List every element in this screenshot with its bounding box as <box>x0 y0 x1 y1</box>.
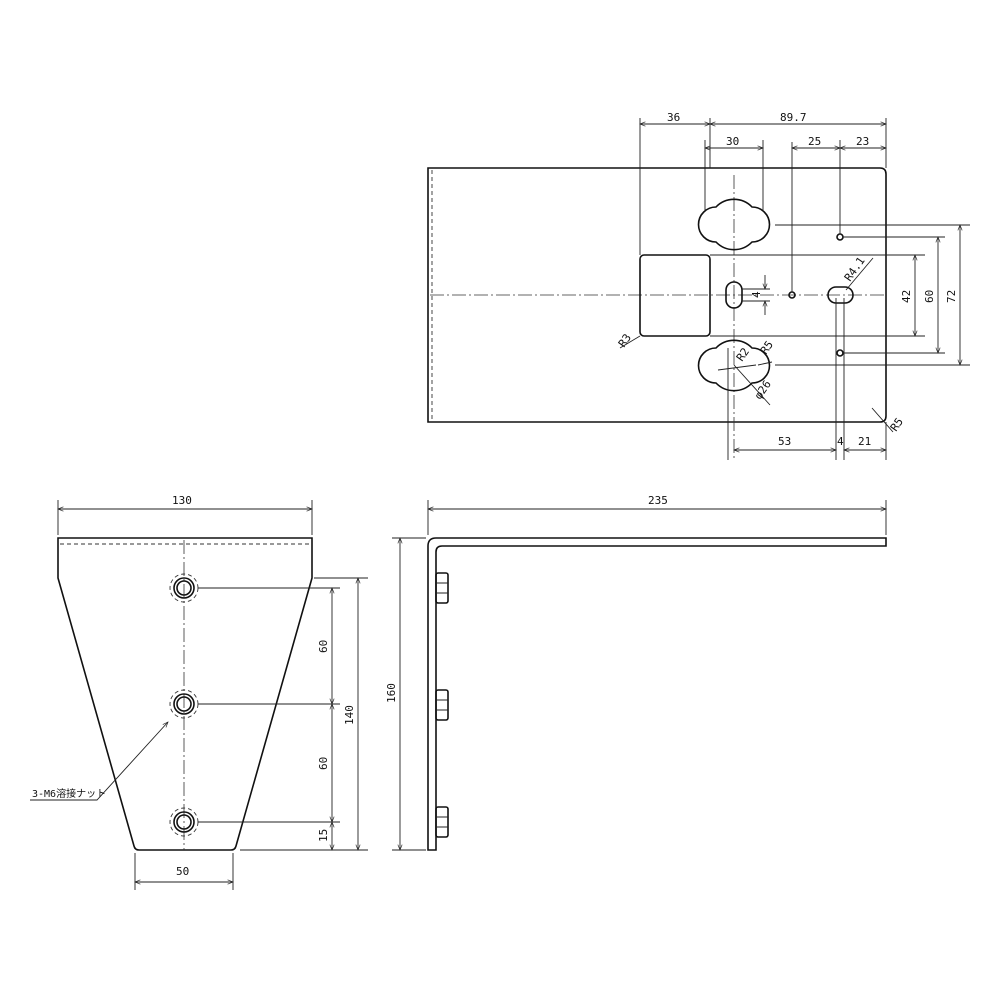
front-view: 130 50 60 60 15 140 3-M6溶接ナット <box>30 494 368 890</box>
dim-36: 36 <box>667 111 680 124</box>
nut-side-2 <box>435 689 449 721</box>
top-view: 36 89.7 30 25 23 42 60 72 4 53 4 21 R3 R… <box>427 111 970 460</box>
nut-side-3 <box>435 806 449 838</box>
dim-130: 130 <box>172 494 192 507</box>
side-view: 235 160 <box>385 494 887 851</box>
hole-upper <box>836 233 844 241</box>
dim-89-7: 89.7 <box>780 111 807 124</box>
dim-42: 42 <box>900 290 913 303</box>
dim-15: 15 <box>317 829 330 842</box>
label-phi26: φ26 <box>752 378 774 402</box>
dim-235: 235 <box>648 494 668 507</box>
label-r2: R2 <box>734 345 752 363</box>
slot-vertical <box>725 281 743 309</box>
dim-60-lower: 60 <box>317 757 330 770</box>
slot-horizontal <box>827 286 854 304</box>
label-r5-corner: R5 <box>888 415 906 433</box>
label-r3: R3 <box>616 331 634 349</box>
dim-53: 53 <box>778 435 791 448</box>
dim-50: 50 <box>176 865 189 878</box>
keyhole-bottom <box>697 339 771 392</box>
l-bracket-outline <box>427 537 887 851</box>
weld-nut-1 <box>169 573 199 603</box>
hole-lower <box>836 349 844 357</box>
keyhole-top <box>697 198 771 251</box>
dim-21: 21 <box>858 435 871 448</box>
label-r5-lobe: R5 <box>758 338 776 356</box>
dim-25: 25 <box>808 135 821 148</box>
callout-leader <box>30 721 169 801</box>
dim-30: 30 <box>726 135 739 148</box>
dim-60-upper: 60 <box>317 640 330 653</box>
square-cutout <box>639 254 711 337</box>
trapezoid-outline <box>57 537 313 851</box>
dim-4: 4 <box>837 435 844 448</box>
nut-side-1 <box>435 572 449 604</box>
dim-160: 160 <box>385 683 398 703</box>
dim-72: 72 <box>945 290 958 303</box>
dim-23: 23 <box>856 135 869 148</box>
weld-nut-callout: 3-M6溶接ナット <box>32 787 106 800</box>
weld-nut-2 <box>169 689 199 719</box>
dim-140: 140 <box>343 705 356 725</box>
dim-60: 60 <box>923 290 936 303</box>
plate-outline <box>427 167 887 423</box>
dim-4-slot: 4 <box>750 291 763 298</box>
